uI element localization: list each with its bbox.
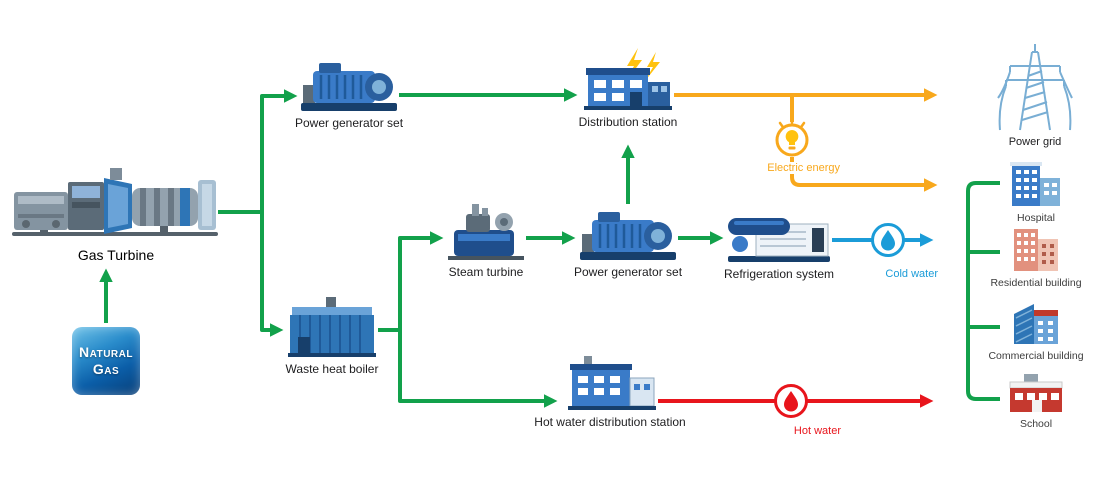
power-generator-mid-label: Power generator set: [573, 265, 683, 279]
waste-heat-boiler-icon: [286, 297, 378, 359]
hospital-label: Hospital: [1017, 212, 1055, 224]
gas-turbine-node: Gas Turbine: [8, 166, 224, 265]
hospital-node: Hospital: [1008, 162, 1064, 226]
waste-heat-boiler-label: Waste heat boiler: [285, 362, 379, 376]
power-generator-icon: [299, 57, 399, 113]
school-node: School: [1008, 372, 1064, 432]
school-building-icon: [1008, 372, 1064, 414]
power-generator-icon: [578, 206, 678, 262]
cold-water-node: Cold water: [838, 222, 938, 282]
natural-gas-node: Natural Gas: [72, 327, 140, 395]
power-generator-mid-node: Power generator set: [574, 206, 682, 281]
refrigeration-system-node: Refrigeration system: [723, 212, 835, 283]
power-grid-label: Power grid: [1008, 136, 1062, 148]
distribution-station-icon: [582, 48, 674, 112]
steam-turbine-label: Steam turbine: [448, 265, 524, 279]
residential-building-label: Residential building: [990, 277, 1082, 289]
buildings-bracket: [966, 181, 1000, 401]
hot-water-label: Hot water: [793, 425, 841, 437]
hot-water-station-icon: [562, 354, 658, 412]
refrigeration-system-label: Refrigeration system: [723, 267, 835, 281]
natural-gas-label-line1: Natural: [79, 344, 133, 361]
hospital-building-icon: [1008, 162, 1064, 208]
steam-turbine-node: Steam turbine: [446, 202, 526, 281]
flow-to-boiler: [260, 212, 284, 337]
flow-to-generator-top: [260, 89, 298, 212]
power-generator-top-label: Power generator set: [294, 116, 404, 130]
commercial-building-icon: [1008, 300, 1064, 346]
cold-water-label: Cold water: [885, 268, 938, 280]
hot-water-node: Hot water: [741, 383, 841, 439]
residential-building-node: Residential building: [990, 227, 1082, 291]
hot-water-station-label: Hot water distribution station: [534, 415, 686, 429]
cold-water-drop-icon: [838, 222, 938, 258]
distribution-station-label: Distribution station: [578, 115, 678, 129]
flow-to-hotwater-station: [398, 330, 558, 408]
gas-turbine-icon: [8, 166, 224, 244]
hot-water-station-node: Hot water distribution station: [534, 354, 686, 431]
gas-turbine-label: Gas Turbine: [77, 247, 155, 263]
school-label: School: [1019, 418, 1053, 430]
electric-energy-node: Electric energy: [742, 118, 842, 176]
natural-gas-icon: Natural Gas: [72, 327, 140, 395]
light-bulb-icon: [742, 118, 842, 158]
steam-turbine-icon: [446, 202, 526, 262]
power-generator-top-node: Power generator set: [295, 57, 403, 132]
waste-heat-boiler-node: Waste heat boiler: [286, 297, 378, 378]
hot-water-drop-icon: [741, 383, 841, 419]
power-grid-tower-icon: [996, 40, 1074, 132]
commercial-building-node: Commercial building: [988, 300, 1084, 364]
flow-to-steam-turbine: [398, 231, 444, 330]
commercial-building-label: Commercial building: [988, 350, 1084, 362]
refrigeration-system-icon: [726, 212, 832, 264]
residential-building-icon: [1008, 227, 1064, 273]
distribution-station-node: Distribution station: [579, 48, 677, 131]
power-grid-node: Power grid: [996, 40, 1074, 150]
lightning-icon: [624, 48, 660, 84]
flow-electric-to-buildings: [790, 157, 938, 192]
natural-gas-label-line2: Gas: [92, 361, 120, 377]
electric-energy-label: Electric energy: [765, 162, 842, 175]
